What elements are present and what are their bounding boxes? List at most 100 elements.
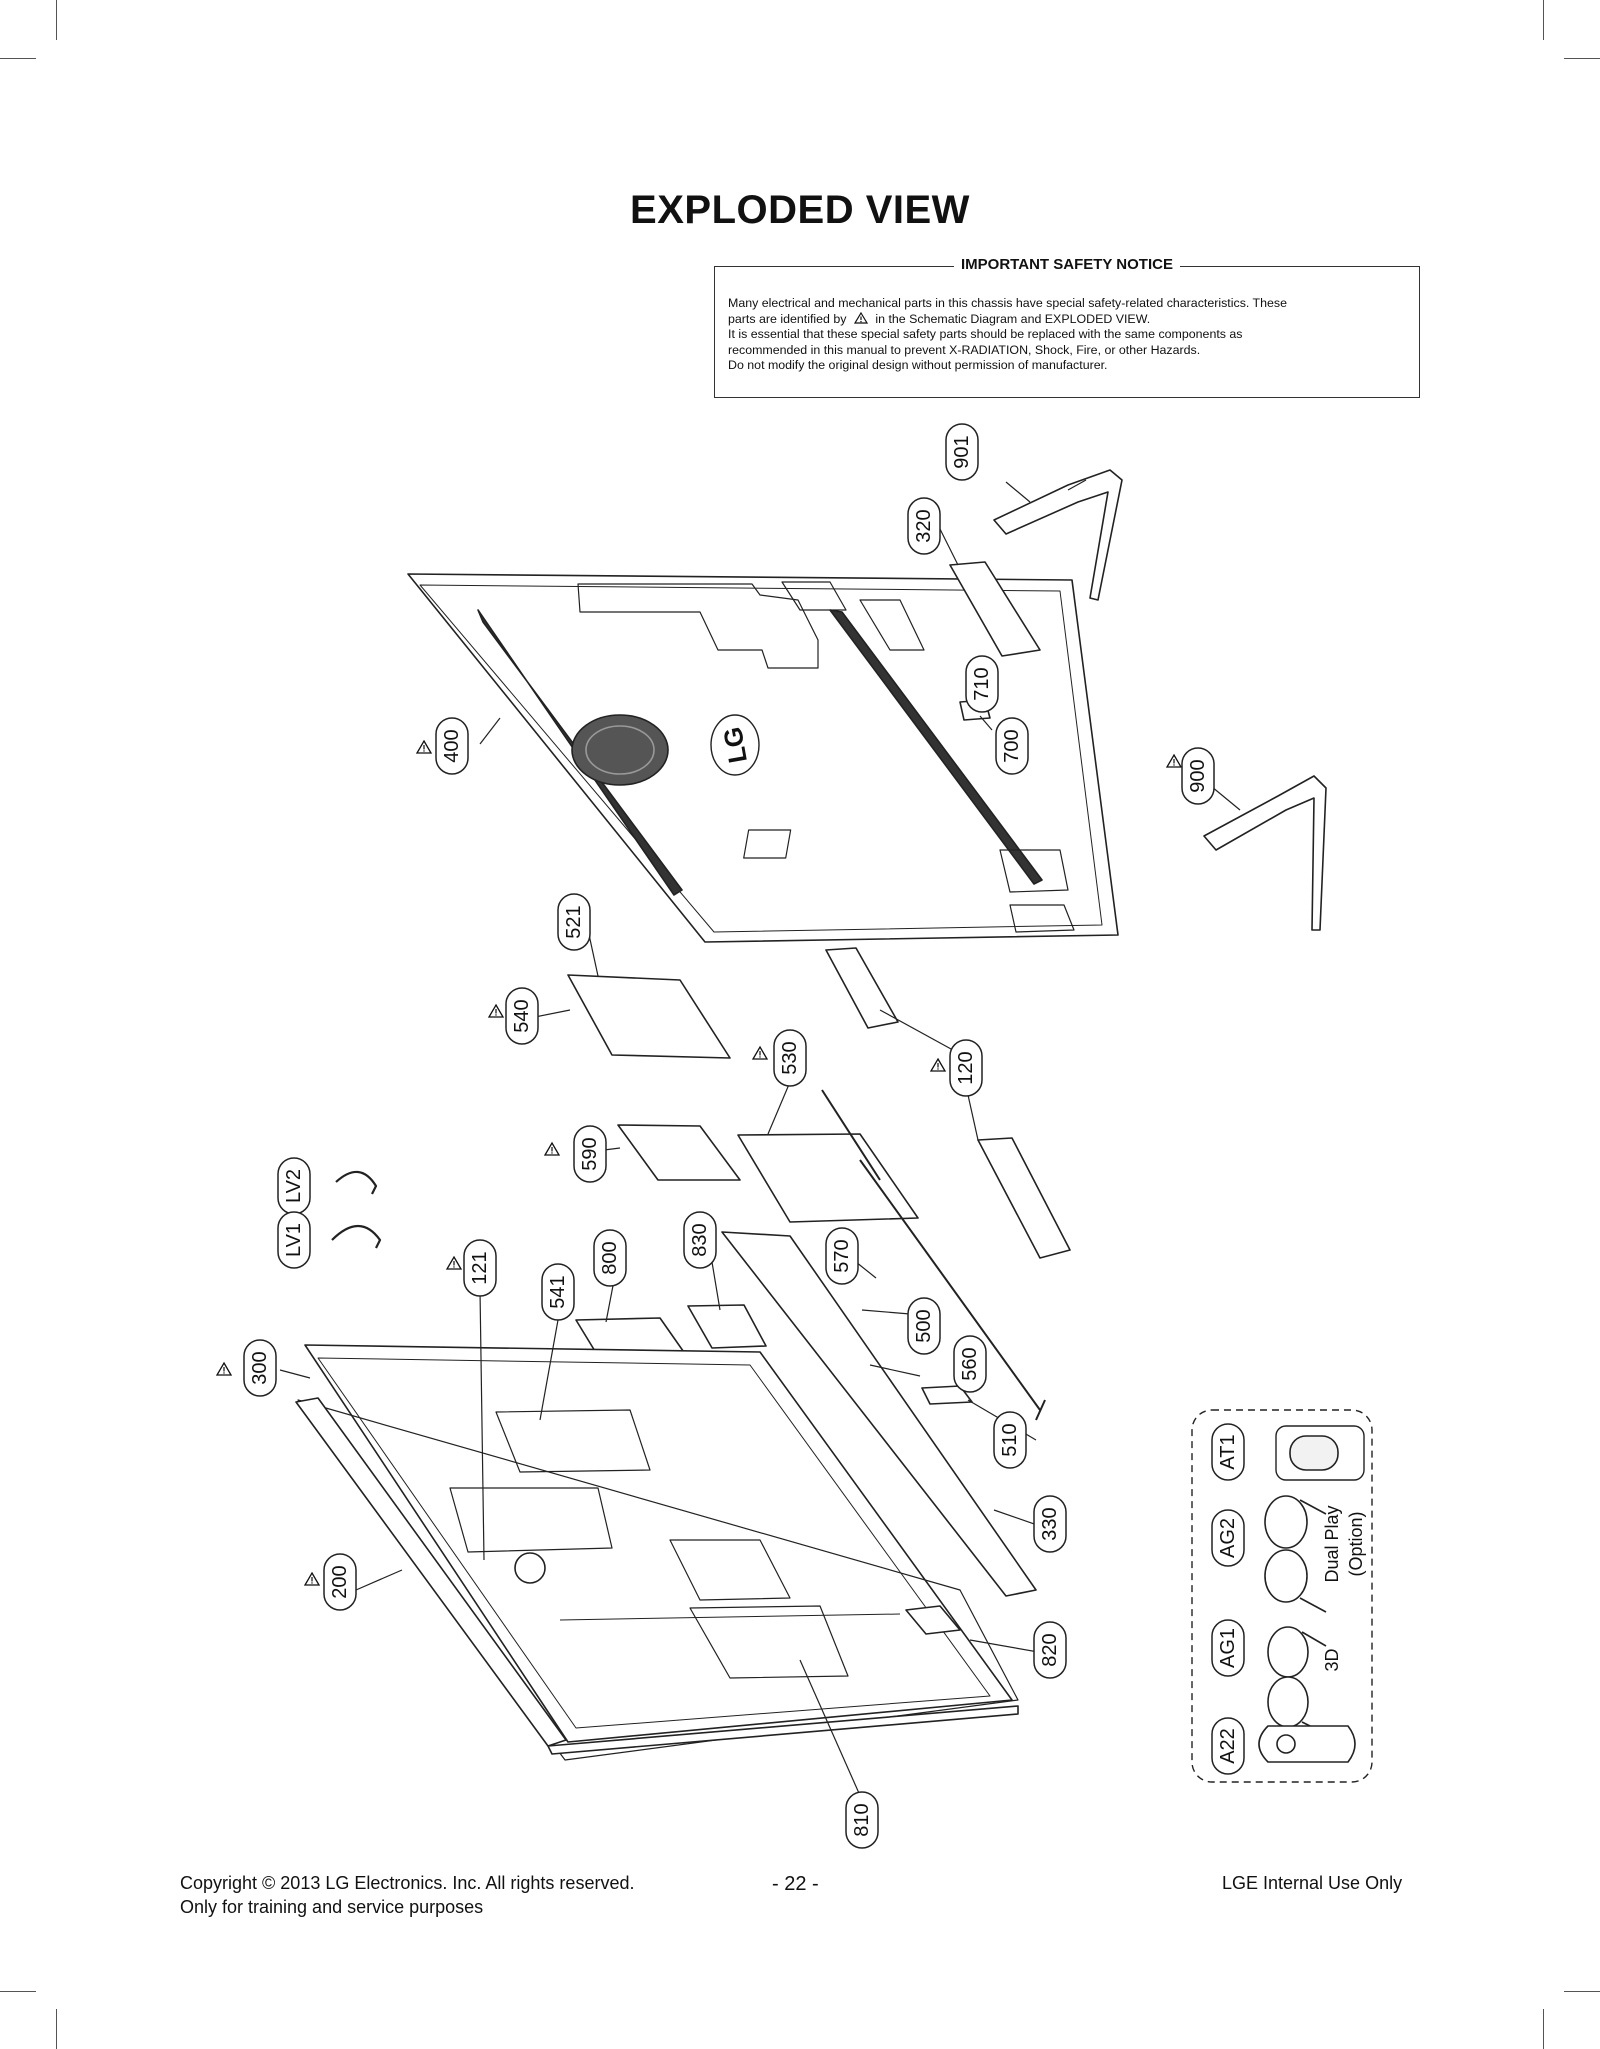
part-label-570: 570 bbox=[831, 1239, 853, 1272]
battery-cover-at1 bbox=[1275, 1425, 1365, 1481]
label-bubble bbox=[1211, 1423, 1245, 1481]
dual-play-option-label: (Option) bbox=[1346, 1511, 1366, 1576]
lg-logo: LG bbox=[717, 725, 753, 766]
part-label-540: 540 bbox=[511, 999, 533, 1032]
front-bezel-200 bbox=[295, 1397, 1019, 1755]
label-bubble bbox=[1211, 1717, 1245, 1775]
power-board-530 bbox=[737, 1133, 919, 1223]
label-bubble bbox=[1033, 1621, 1067, 1679]
label-bubble bbox=[277, 1211, 311, 1269]
notice-line: parts are identified by in the Schematic… bbox=[728, 311, 1151, 326]
crop-mark bbox=[1543, 2009, 1544, 2049]
part-label-lv1: LV1 bbox=[283, 1223, 305, 1257]
label-bubble bbox=[683, 1211, 717, 1269]
screw-lv1 bbox=[331, 1225, 382, 1249]
label-bubble bbox=[593, 1229, 627, 1287]
label-bubble bbox=[907, 1297, 941, 1355]
part-label-900: 900 bbox=[1187, 759, 1209, 792]
board-590 bbox=[617, 1124, 741, 1181]
remote-control-a22 bbox=[1258, 1725, 1356, 1763]
part-label-ag2: AG2 bbox=[1217, 1518, 1239, 1558]
part-label-560: 560 bbox=[959, 1347, 981, 1380]
notice-line: It is essential that these special safet… bbox=[728, 327, 1243, 341]
warning-triangle-icon bbox=[853, 311, 868, 324]
label-bubble bbox=[825, 1227, 859, 1285]
part-label-901: 901 bbox=[951, 435, 973, 468]
label-bubble bbox=[965, 655, 999, 713]
glasses-ag1 bbox=[1267, 1626, 1327, 1735]
label-bubble bbox=[573, 1125, 607, 1183]
stand-base-820 bbox=[905, 1605, 961, 1635]
crop-mark bbox=[56, 2009, 57, 2049]
label-bubble bbox=[1181, 747, 1215, 805]
strip-530 bbox=[821, 1089, 1046, 1421]
speaker-top bbox=[825, 947, 899, 1029]
crop-mark bbox=[1564, 1991, 1600, 1992]
label-3d: 3D bbox=[1322, 1648, 1342, 1671]
part-label-500: 500 bbox=[913, 1309, 935, 1342]
part-label-lv2: LV2 bbox=[283, 1169, 305, 1203]
stand-900 bbox=[1203, 775, 1327, 931]
crop-mark bbox=[0, 1991, 36, 1992]
footer-copyright: Copyright © 2013 LG Electronics. Inc. Al… bbox=[180, 1873, 635, 1893]
part-label-541: 541 bbox=[547, 1275, 569, 1308]
part-label-521: 521 bbox=[563, 905, 585, 938]
part-label-at1: AT1 bbox=[1217, 1434, 1239, 1469]
notice-line: Do not modify the original design withou… bbox=[728, 358, 1108, 372]
part-label-810: 810 bbox=[851, 1803, 873, 1836]
frame-330 bbox=[721, 1231, 1037, 1597]
part-label-510: 510 bbox=[999, 1423, 1021, 1456]
part-label-400: 400 bbox=[441, 729, 463, 762]
part-label-830: 830 bbox=[689, 1223, 711, 1256]
label-bubble bbox=[993, 1411, 1027, 1469]
label-bubble bbox=[1211, 1509, 1245, 1567]
footer-internal: LGE Internal Use Only bbox=[1222, 1873, 1403, 1893]
label-bubble bbox=[949, 1039, 983, 1097]
page-title: EXPLODED VIEW bbox=[630, 188, 970, 232]
notice-line: Many electrical and mechanical parts in … bbox=[728, 296, 1287, 310]
glasses-ag2 bbox=[1264, 1495, 1327, 1613]
label-bubble bbox=[995, 717, 1029, 775]
crop-mark bbox=[1543, 0, 1544, 40]
part-label-300: 300 bbox=[249, 1351, 271, 1384]
part-label-a22: A22 bbox=[1217, 1728, 1239, 1764]
safety-notice-heading: IMPORTANT SAFETY NOTICE bbox=[954, 256, 1180, 273]
crop-mark bbox=[0, 58, 36, 59]
safety-notice-text: Many electrical and mechanical parts in … bbox=[728, 296, 1406, 374]
label-bubble bbox=[953, 1335, 987, 1393]
part-label-590: 590 bbox=[579, 1137, 601, 1170]
crop-mark bbox=[56, 0, 57, 40]
speaker-bottom bbox=[977, 1137, 1071, 1259]
label-bubble bbox=[505, 987, 539, 1045]
label-bubble bbox=[541, 1263, 575, 1321]
crop-mark bbox=[1564, 58, 1600, 59]
label-bubble bbox=[463, 1239, 497, 1297]
back-cover bbox=[407, 573, 1119, 943]
label-bubble bbox=[773, 1029, 807, 1087]
notice-line: recommended in this manual to prevent X-… bbox=[728, 342, 1201, 357]
dual-play-label: Dual Play bbox=[1322, 1505, 1342, 1582]
label-bubble bbox=[1033, 1495, 1067, 1553]
part-label-320: 320 bbox=[913, 509, 935, 542]
part-label-200: 200 bbox=[329, 1565, 351, 1598]
stand-901 bbox=[993, 469, 1123, 601]
part-label-710: 710 bbox=[971, 667, 993, 700]
label-bubble bbox=[1211, 1619, 1245, 1677]
safety-notice-box: IMPORTANT SAFETY NOTICE Many electrical … bbox=[714, 256, 1420, 398]
label-bubble bbox=[845, 1791, 879, 1849]
label-bubble bbox=[907, 497, 941, 555]
label-bubble bbox=[323, 1553, 357, 1611]
part-label-820: 820 bbox=[1039, 1633, 1061, 1666]
part-label-700: 700 bbox=[1001, 729, 1023, 762]
main-board-540 bbox=[567, 974, 731, 1059]
part-label-330: 330 bbox=[1039, 1507, 1061, 1540]
part-label-800: 800 bbox=[599, 1241, 621, 1274]
label-bubble bbox=[945, 423, 979, 481]
accessory-box bbox=[1191, 1409, 1373, 1783]
part-label-121: 121 bbox=[469, 1251, 491, 1284]
part-label-530: 530 bbox=[779, 1041, 801, 1074]
bracket-830 bbox=[687, 1304, 767, 1349]
part-label-120: 120 bbox=[955, 1051, 977, 1084]
footer-purpose: Only for training and service purposes bbox=[180, 1897, 484, 1917]
